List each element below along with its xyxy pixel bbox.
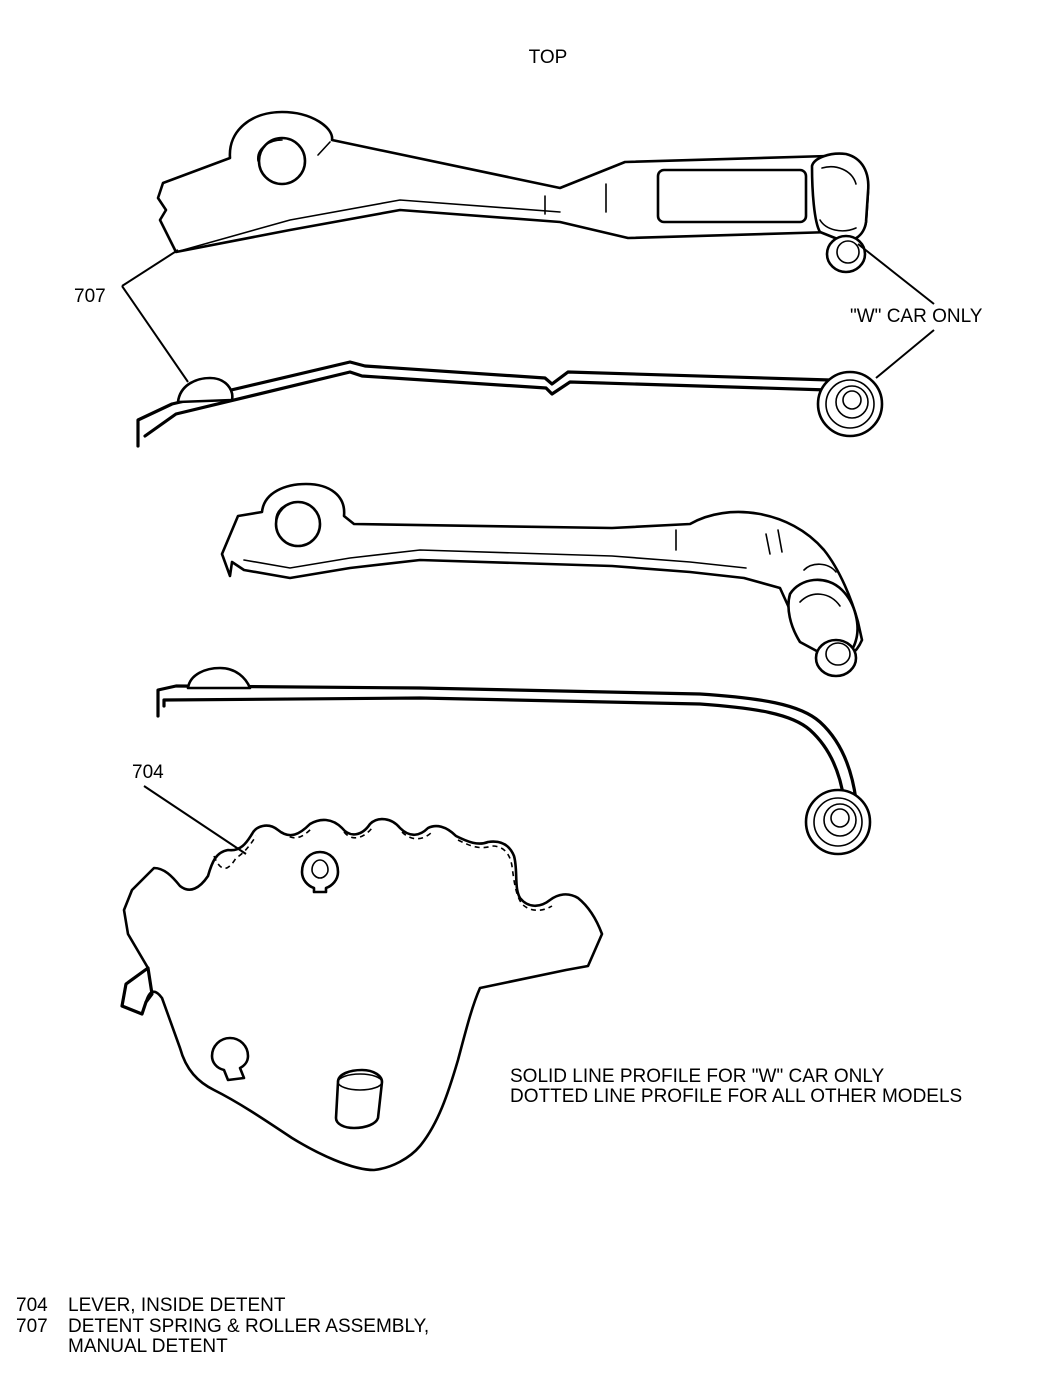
callout-w-car-only: "W" CAR ONLY (850, 306, 983, 327)
top-label: TOP (529, 47, 568, 68)
legend-description: MANUAL DETENT (68, 1336, 228, 1357)
legend-description: DETENT SPRING & ROLLER ASSEMBLY, (68, 1316, 429, 1337)
profile-note-line-2: DOTTED LINE PROFILE FOR ALL OTHER MODELS (510, 1086, 962, 1107)
spring-roller-w-car-top-view (156, 110, 870, 274)
legend-number: 707 (16, 1316, 48, 1337)
spring-roller-w-car-side-view (136, 360, 884, 448)
legend-row: 707 DETENT SPRING & ROLLER ASSEMBLY, (16, 1316, 429, 1337)
legend-row: MANUAL DETENT (68, 1336, 228, 1357)
spring-roller-other-models-top-view (220, 482, 864, 678)
spring-roller-other-models-side-view (156, 666, 872, 856)
leader-lines (121, 243, 935, 855)
legend-number: 704 (16, 1295, 48, 1316)
callout-704: 704 (132, 762, 164, 783)
callout-707: 707 (74, 286, 106, 307)
legend-description: LEVER, INSIDE DETENT (68, 1295, 286, 1316)
legend-row: 704 LEVER, INSIDE DETENT (16, 1295, 286, 1316)
profile-note-line-1: SOLID LINE PROFILE FOR "W" CAR ONLY (510, 1066, 885, 1087)
inside-detent-lever (120, 817, 604, 1172)
parts-legend: 704 LEVER, INSIDE DETENT 707 DETENT SPRI… (16, 1295, 429, 1357)
